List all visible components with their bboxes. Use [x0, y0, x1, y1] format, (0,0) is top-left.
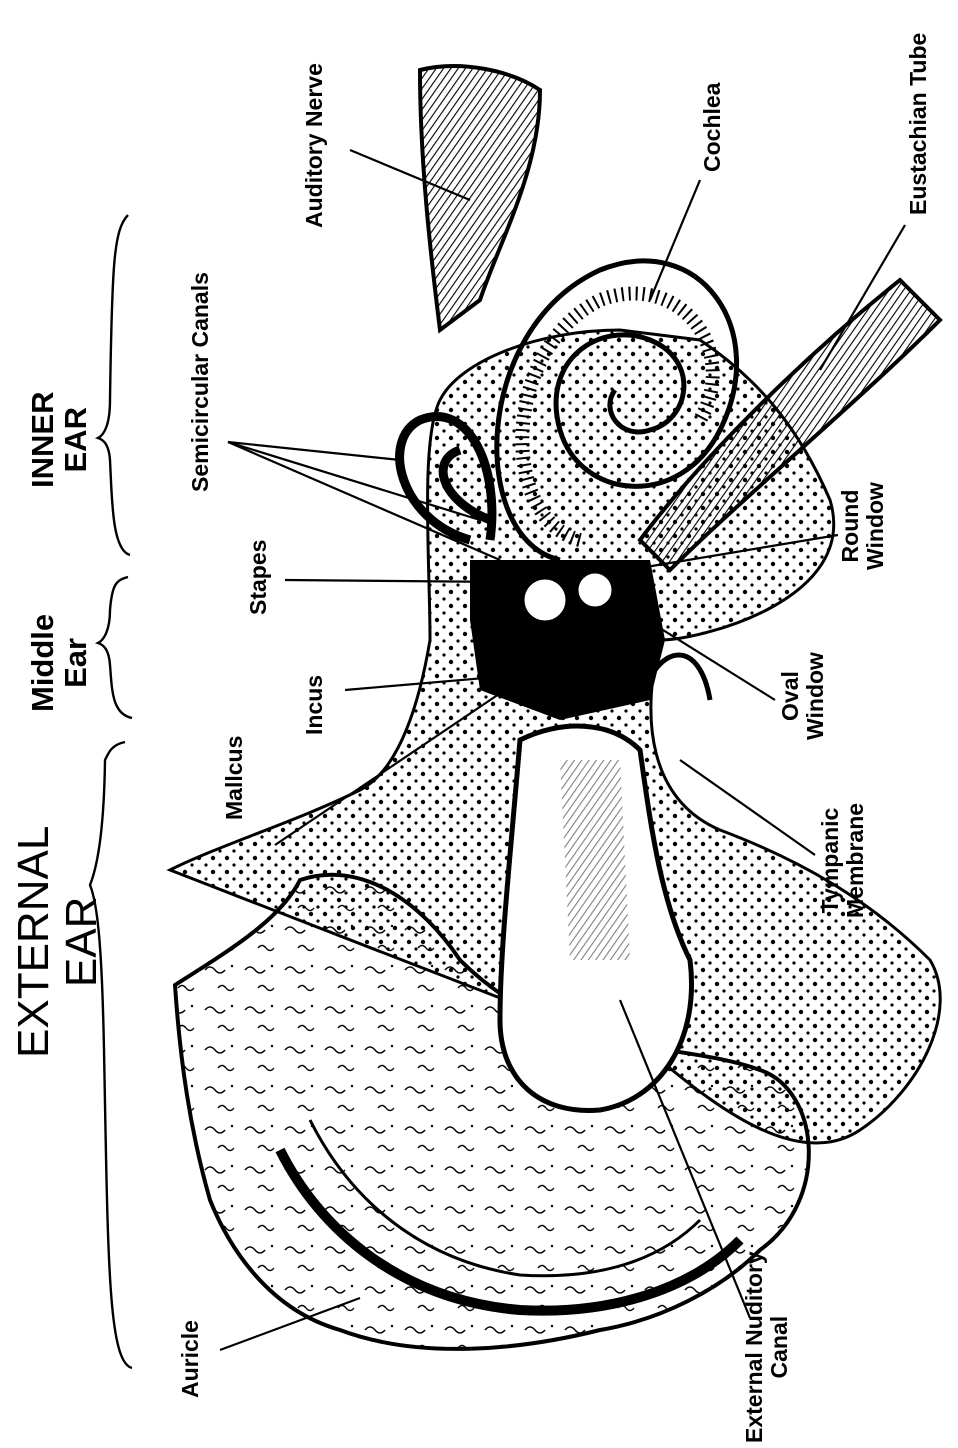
label-text: Eustachian Tube: [906, 33, 931, 215]
label-text: Auricle: [178, 1320, 203, 1398]
middle-ear-brace: [98, 577, 132, 718]
label-text: Canal: [767, 1251, 792, 1443]
auditory-nerve-shape: [420, 66, 540, 330]
auditory-nerve-label: Auditory Nerve: [302, 63, 327, 228]
inner-ear-brace: [98, 215, 130, 555]
label-text: Tympanic: [818, 803, 843, 918]
oval-window-label: Oval Window: [778, 652, 828, 740]
label-text: Window: [803, 652, 828, 740]
semicircular-canals-label: Semicircular Canals: [188, 272, 213, 492]
eustachian-tube-label: Eustachian Tube: [906, 33, 931, 215]
label-text: Auditory Nerve: [302, 63, 327, 228]
inner-ear-heading: INNER EAR: [26, 392, 93, 488]
middle-ear-heading: Middle Ear: [26, 614, 93, 712]
middle-heading-line2: Ear: [59, 614, 92, 712]
external-ear-heading: EXTERNAL EAR: [10, 826, 105, 1058]
inner-heading-line2: EAR: [59, 392, 92, 488]
middle-ear-cavity: [470, 560, 665, 720]
middle-heading-line1: Middle: [26, 614, 59, 712]
auricle-label: Auricle: [178, 1320, 203, 1398]
tympanic-membrane-label: Tympanic Membrane: [818, 803, 868, 918]
label-text: Stapes: [246, 540, 271, 615]
label-text: Window: [863, 482, 888, 570]
label-text: External Nuditory: [742, 1251, 767, 1443]
label-text: Cochlea: [700, 83, 725, 172]
label-text: Oval: [778, 652, 803, 740]
incus-label: Incus: [302, 675, 327, 735]
mallcus-label: Mallcus: [222, 736, 247, 820]
ossicle-cluster: [523, 578, 567, 622]
canal-hatching: [560, 760, 630, 960]
external-heading-line1: EXTERNAL: [10, 826, 58, 1058]
external-heading-line2: EAR: [58, 826, 106, 1058]
ossicle-cluster-2: [577, 572, 613, 608]
label-text: Mallcus: [222, 736, 247, 820]
label-text: Membrane: [843, 803, 868, 918]
round-window-label: Round Window: [838, 482, 888, 570]
external-canal-label: External Nuditory Canal: [742, 1251, 792, 1443]
inner-heading-line1: INNER: [26, 392, 59, 488]
cochlea-label: Cochlea: [700, 83, 725, 172]
label-text: Incus: [302, 675, 327, 735]
label-text: Round: [838, 482, 863, 570]
label-text: Semicircular Canals: [188, 272, 213, 492]
stapes-label: Stapes: [246, 540, 271, 615]
